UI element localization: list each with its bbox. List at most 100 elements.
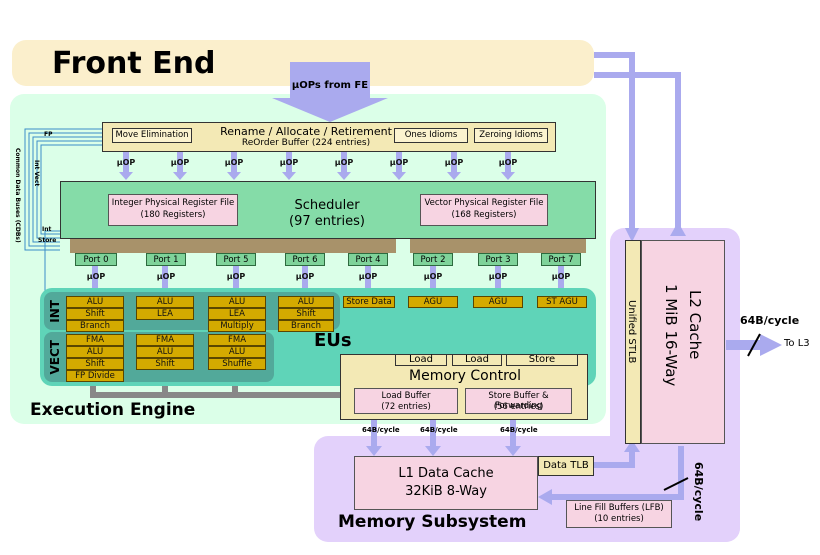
lfb-entries: (10 entries) xyxy=(594,514,644,524)
store-buffer-label: Store Buffer & Forwarding xyxy=(488,391,549,411)
unit-shift: Shift xyxy=(136,358,194,370)
l1-title: L1 Data Cache xyxy=(398,466,494,481)
unit-shift: Shift xyxy=(278,308,334,320)
port-4: Port 4 xyxy=(348,253,388,266)
uop-label: µOP xyxy=(334,158,354,167)
scheduler-title: Scheduler xyxy=(294,198,360,213)
port-3: Port 3 xyxy=(478,253,518,266)
store-slot: Store xyxy=(506,354,578,366)
to-l3-label: To L3 xyxy=(784,338,810,349)
port0-vect-unit: FMA ALU Shift FP Divide xyxy=(66,334,124,382)
l2-title: L2 Cache xyxy=(686,290,704,360)
uop-label: µOP xyxy=(156,272,176,281)
l1-l2-bandwidth: 64B/cycle xyxy=(692,462,705,522)
eus-label: EUs xyxy=(314,330,352,351)
front-end-title: Front End xyxy=(52,46,216,81)
l2-size: 1 MiB 16-Way xyxy=(662,284,680,387)
l1-size: 32KiB 8-Way xyxy=(405,484,487,499)
rename-title: Rename / Allocate / Retirement xyxy=(220,125,392,138)
port0-int-unit: ALU Shift Branch xyxy=(66,296,124,332)
cdb-int-label: Int xyxy=(42,226,52,233)
integer-prf-label: Integer Physical Register File xyxy=(111,198,235,208)
port1-vect-unit: FMA ALU Shift xyxy=(136,334,194,370)
unit-fma: FMA xyxy=(136,334,194,346)
cdb-common-label: Common Data Buses (CDBs) xyxy=(14,148,21,243)
cdb-store-label: Store xyxy=(38,237,57,244)
load-buffer-entries: (72 entries) xyxy=(381,402,431,412)
l2-cache-box xyxy=(641,240,725,444)
bandwidth-label: 64B/cycle xyxy=(420,426,458,434)
unit-alu: ALU xyxy=(66,296,124,308)
port5-vect-unit: FMA ALU Shuffle xyxy=(208,334,266,370)
data-tlb-box: Data TLB xyxy=(538,456,594,476)
uop-label: µOP xyxy=(444,158,464,167)
load-buffer-label: Load Buffer xyxy=(381,391,431,401)
unit-branch: Branch xyxy=(278,320,334,332)
unit-alu: ALU xyxy=(136,296,194,308)
uop-label: µOP xyxy=(488,272,508,281)
scheduler-bar-int xyxy=(70,239,396,253)
uop-label: µOP xyxy=(358,272,378,281)
cdb-fp-label: FP xyxy=(44,131,53,138)
load-buffer-box xyxy=(354,388,458,414)
unit-alu: ALU xyxy=(136,346,194,358)
port-7: Port 7 xyxy=(541,253,581,266)
agu-port2-unit: AGU xyxy=(408,296,458,308)
bandwidth-label: 64B/cycle xyxy=(362,426,400,434)
lfb-label: Line Fill Buffers (LFB) xyxy=(574,503,664,513)
port-0: Port 0 xyxy=(75,253,117,266)
uops-from-fe-label: µOPs from FE xyxy=(291,80,369,91)
uop-label: µOP xyxy=(498,158,518,167)
uop-label: µOP xyxy=(551,272,571,281)
line-fill-buffers-box xyxy=(566,500,672,528)
uop-label: µOP xyxy=(226,272,246,281)
store-data-unit: Store Data xyxy=(343,296,395,308)
uop-label: µOP xyxy=(224,158,244,167)
unit-shuffle: Shuffle xyxy=(208,358,266,370)
unified-stlb-label: Unified STLB xyxy=(626,300,637,364)
port-5: Port 5 xyxy=(216,253,256,266)
cdb-int-vect-label: Int Vect xyxy=(33,160,40,187)
vect-label: VECT xyxy=(48,340,62,375)
unit-branch: Branch xyxy=(66,320,124,332)
port5-int-unit: ALU LEA Multiply xyxy=(208,296,266,332)
st-agu-unit: ST AGU xyxy=(537,296,587,308)
memory-control-title: Memory Control xyxy=(409,368,521,384)
unit-fp-divide: FP Divide xyxy=(66,370,124,382)
uop-label: µOP xyxy=(389,158,409,167)
uop-label: µOP xyxy=(423,272,443,281)
int-label: INT xyxy=(48,300,62,323)
port6-int-unit: ALU Shift Branch xyxy=(278,296,334,332)
integer-prf-count: (180 Registers) xyxy=(140,210,206,220)
unit-multiply: Multiply xyxy=(208,320,266,332)
load-slot-2: Load xyxy=(452,354,502,366)
integer-prf-box xyxy=(108,194,238,226)
unit-alu: ALU xyxy=(208,346,266,358)
unit-fma: FMA xyxy=(66,334,124,346)
agu-port3-unit: AGU xyxy=(473,296,523,308)
unit-alu: ALU xyxy=(278,296,334,308)
uop-label: µOP xyxy=(86,272,106,281)
load-slot-1: Load xyxy=(395,354,447,366)
zeroing-idioms-box: Zeroing Idioms xyxy=(474,128,548,143)
unit-lea: LEA xyxy=(136,308,194,320)
scheduler-entries: (97 entries) xyxy=(289,214,365,229)
uop-label: µOP xyxy=(295,272,315,281)
vector-prf-label: Vector Physical Register File xyxy=(424,198,544,208)
rob-label: ReOrder Buffer (224 entries) xyxy=(241,138,371,148)
vector-prf-box xyxy=(420,194,548,226)
vector-prf-count: (168 Registers) xyxy=(451,210,517,220)
unit-alu: ALU xyxy=(208,296,266,308)
execution-engine-title: Execution Engine xyxy=(30,400,196,420)
ones-idioms-box: Ones Idioms xyxy=(394,128,468,143)
store-buffer-box xyxy=(465,388,572,414)
port-6: Port 6 xyxy=(285,253,325,266)
store-buffer-entries: (56 entries) xyxy=(493,402,544,412)
unit-alu: ALU xyxy=(66,346,124,358)
uop-label: µOP xyxy=(279,158,299,167)
memory-subsystem-title: Memory Subsystem xyxy=(338,512,527,532)
unit-shift: Shift xyxy=(66,358,124,370)
port1-int-unit: ALU LEA xyxy=(136,296,194,320)
move-elimination-box: Move Elimination xyxy=(112,128,192,143)
